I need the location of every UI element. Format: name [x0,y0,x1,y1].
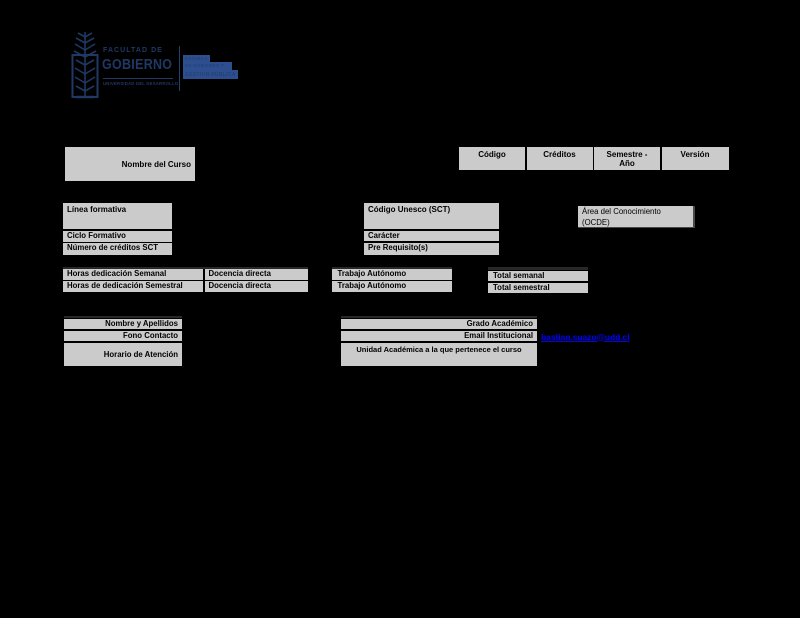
creditos-sct-box: Número de créditos SCT [63,243,172,255]
header-cell-creditos: Créditos [526,147,593,170]
logo-rule [103,77,173,79]
grado-academico-box: Grado Académico [341,318,537,329]
horario-atencion-box: Horario de Atención [64,343,182,366]
total-semestral-box: Total semestral [488,282,588,293]
header-cell-codigo: Código [459,147,525,170]
docencia-directa-semanal-box: Docencia directa [204,269,308,280]
linea-formativa-box: Línea formativa [63,203,172,229]
faculty-name-line2: GOBIERNO [102,57,173,73]
ciclo-formativo-box: Ciclo Formativo [63,230,172,242]
hours-left-top-border [63,266,308,269]
logo-right-line-1: ESCUELA [183,55,210,62]
faculty-name-line1: FACULTAD DE [103,47,163,54]
teacher-right-top-border [341,315,537,318]
teacher-left-top-border [64,315,182,318]
docencia-directa-semestral-box: Docencia directa [204,281,308,292]
logo-right-line-3: GESTIÓN PÚBLICA [183,69,238,80]
codigo-unesco-box: Código Unesco (SCT) [364,203,499,229]
horas-semanal-box: Horas dedicación Semanal [63,269,203,280]
trabajo-autonomo-semanal-box: Trabajo Autónomo [331,269,452,280]
horas-semestral-box: Horas de dedicación Semestral [63,281,203,292]
header-cell-version: Versión [661,147,729,170]
area-conocimiento-box: Área del Conocimiento (OCDE) [578,206,695,228]
course-name-label: Nombre del Curso [121,159,191,169]
email-link[interactable]: bastian.suazo@udd.cl [541,331,630,342]
total-semanal-box: Total semanal [488,270,588,281]
faculty-emblem-icon [68,29,100,101]
caracter-box: Carácter [364,230,499,241]
totals-top-border [488,267,588,270]
unidad-academica-box: Unidad Académica a la que pertenece el c… [341,343,537,366]
pre-requisitos-box: Pre Requisito(s) [364,243,499,255]
course-name-label-box: Nombre del Curso [65,147,195,181]
horario-atencion-label: Horario de Atención [103,350,178,359]
logo-right-line-2: DE GOBIERNO Y [183,61,232,70]
trabajo-autonomo-semestral-box: Trabajo Autónomo [331,281,452,292]
logo-divider-bar [178,46,181,91]
header-cell-semestre: Semestre - Año [594,147,660,170]
faculty-name-line3: UNIVERSIDAD DEL DESARROLLO [103,81,179,86]
fono-contacto-box: Fono Contacto [64,330,182,341]
email-institucional-box: Email Institucional [341,330,537,341]
nombre-apellidos-box: Nombre y Apellidos [64,318,182,329]
hours-mid-top-border [331,266,452,269]
